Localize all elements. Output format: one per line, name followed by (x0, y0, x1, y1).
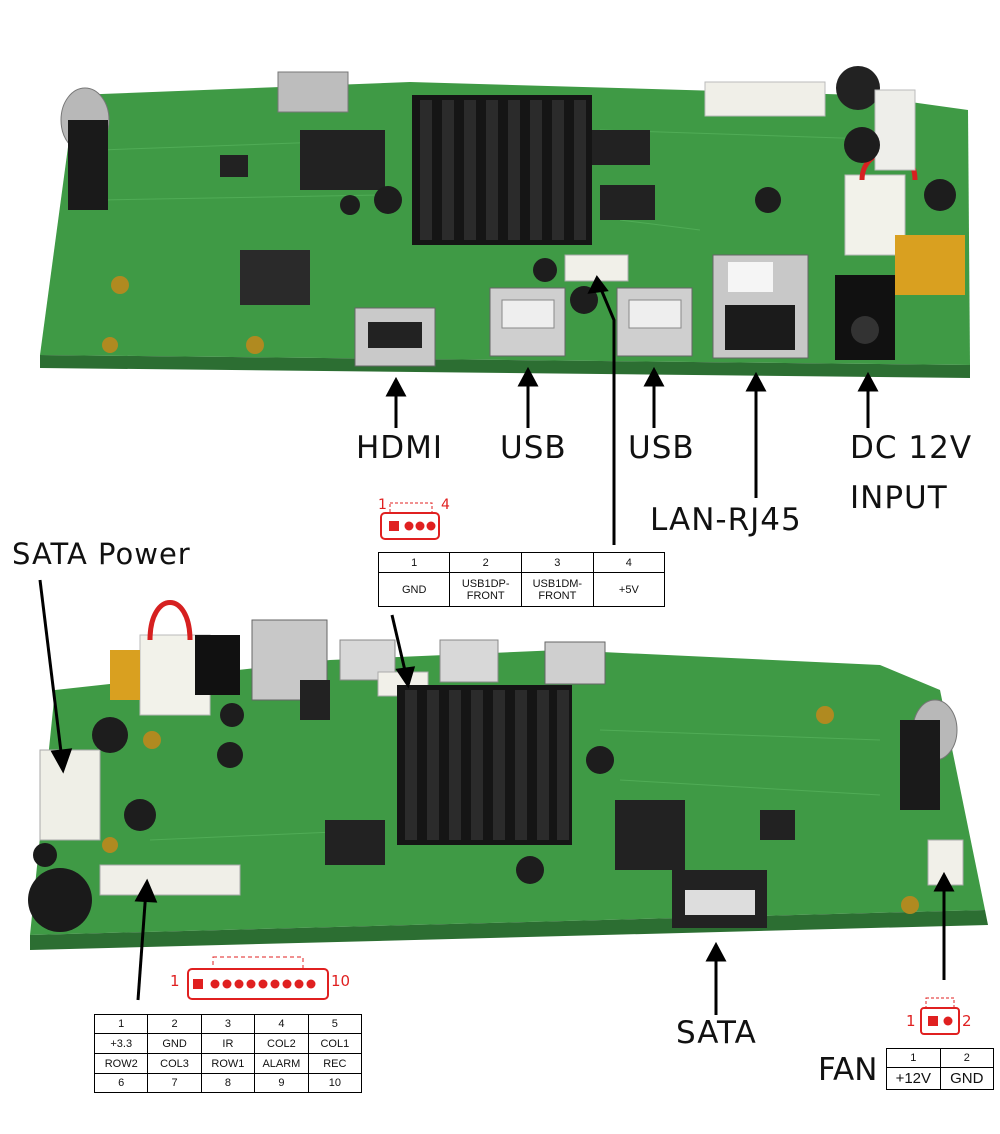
pin-signal: GND (377, 572, 451, 607)
pin-number: 5 (307, 1014, 363, 1034)
fan-header-pin-start: 1 (906, 1012, 916, 1030)
pin-signal: GND (939, 1067, 995, 1090)
label-dc-input: INPUT (850, 480, 948, 516)
pin-signal: REC (307, 1053, 363, 1074)
pin-number: 9 (254, 1073, 309, 1093)
pin-number: 3 (200, 1014, 256, 1034)
front-header-pin-table: 1 2 3 4 5 +3.3 GND IR COL2 COL1 ROW2 COL… (93, 1014, 363, 1093)
pin-number: 2 (147, 1014, 202, 1034)
usb-header-pin-end: 4 (441, 497, 450, 513)
fan-connector-icon (920, 997, 960, 1035)
front-panel-header (99, 864, 241, 896)
top-board-photo (40, 66, 970, 378)
label-fan: FAN (818, 1052, 878, 1088)
fan-pin-table: 1 2 +12V GND (886, 1048, 995, 1090)
bottom-heatsink (397, 685, 572, 845)
pin-signal: ROW1 (200, 1053, 256, 1074)
usb-header-pin-start: 1 (378, 497, 387, 513)
pin-signal: COL2 (254, 1033, 309, 1054)
label-usb-right: USB (628, 430, 695, 466)
pin-signal: ALARM (254, 1053, 309, 1074)
pin-number: 7 (147, 1073, 202, 1093)
label-usb-left: USB (500, 430, 567, 466)
label-hdmi: HDMI (356, 430, 444, 466)
pin-signal: GND (147, 1033, 202, 1054)
usb-header-connector-icon (380, 502, 440, 540)
top-heatsink (412, 95, 592, 245)
bottom-arrows (38, 579, 955, 1015)
pin-number: 1 (93, 1014, 149, 1034)
pin-signal: USB1DM- FRONT (521, 572, 594, 607)
pin-signal: +3.3 (93, 1033, 149, 1054)
top-arrows (385, 275, 879, 545)
pin-number: 6 (93, 1073, 149, 1093)
front-header-pin-start: 1 (170, 972, 180, 990)
pin-signal: ROW2 (93, 1053, 149, 1074)
usb-header-pin-table: 1 2 3 4 GND USB1DP- FRONT USB1DM- FRONT … (377, 552, 666, 607)
pin-signal: +5V (592, 572, 666, 607)
label-sata: SATA (676, 1015, 757, 1051)
label-dc-12v: DC 12V (850, 430, 973, 466)
pin-number: 10 (307, 1073, 363, 1093)
pin-number: 2 (939, 1048, 995, 1068)
pin-signal: COL3 (147, 1053, 202, 1074)
pin-number: 4 (254, 1014, 309, 1034)
pin-signal: COL1 (307, 1033, 363, 1054)
pin-number: 8 (200, 1073, 256, 1093)
chip (300, 130, 385, 190)
label-sata-power: SATA Power (12, 537, 191, 571)
fan-header-pin-end: 2 (962, 1012, 972, 1030)
pin-signal: IR (200, 1033, 256, 1054)
front-header-connector-icon (187, 956, 329, 1000)
pin-signal: +12V (886, 1067, 941, 1090)
label-lan-rj45: LAN-RJ45 (650, 502, 802, 538)
pin-number: 1 (886, 1048, 941, 1068)
front-header-pin-end: 10 (331, 972, 351, 990)
pin-signal: USB1DP- FRONT (449, 572, 523, 607)
